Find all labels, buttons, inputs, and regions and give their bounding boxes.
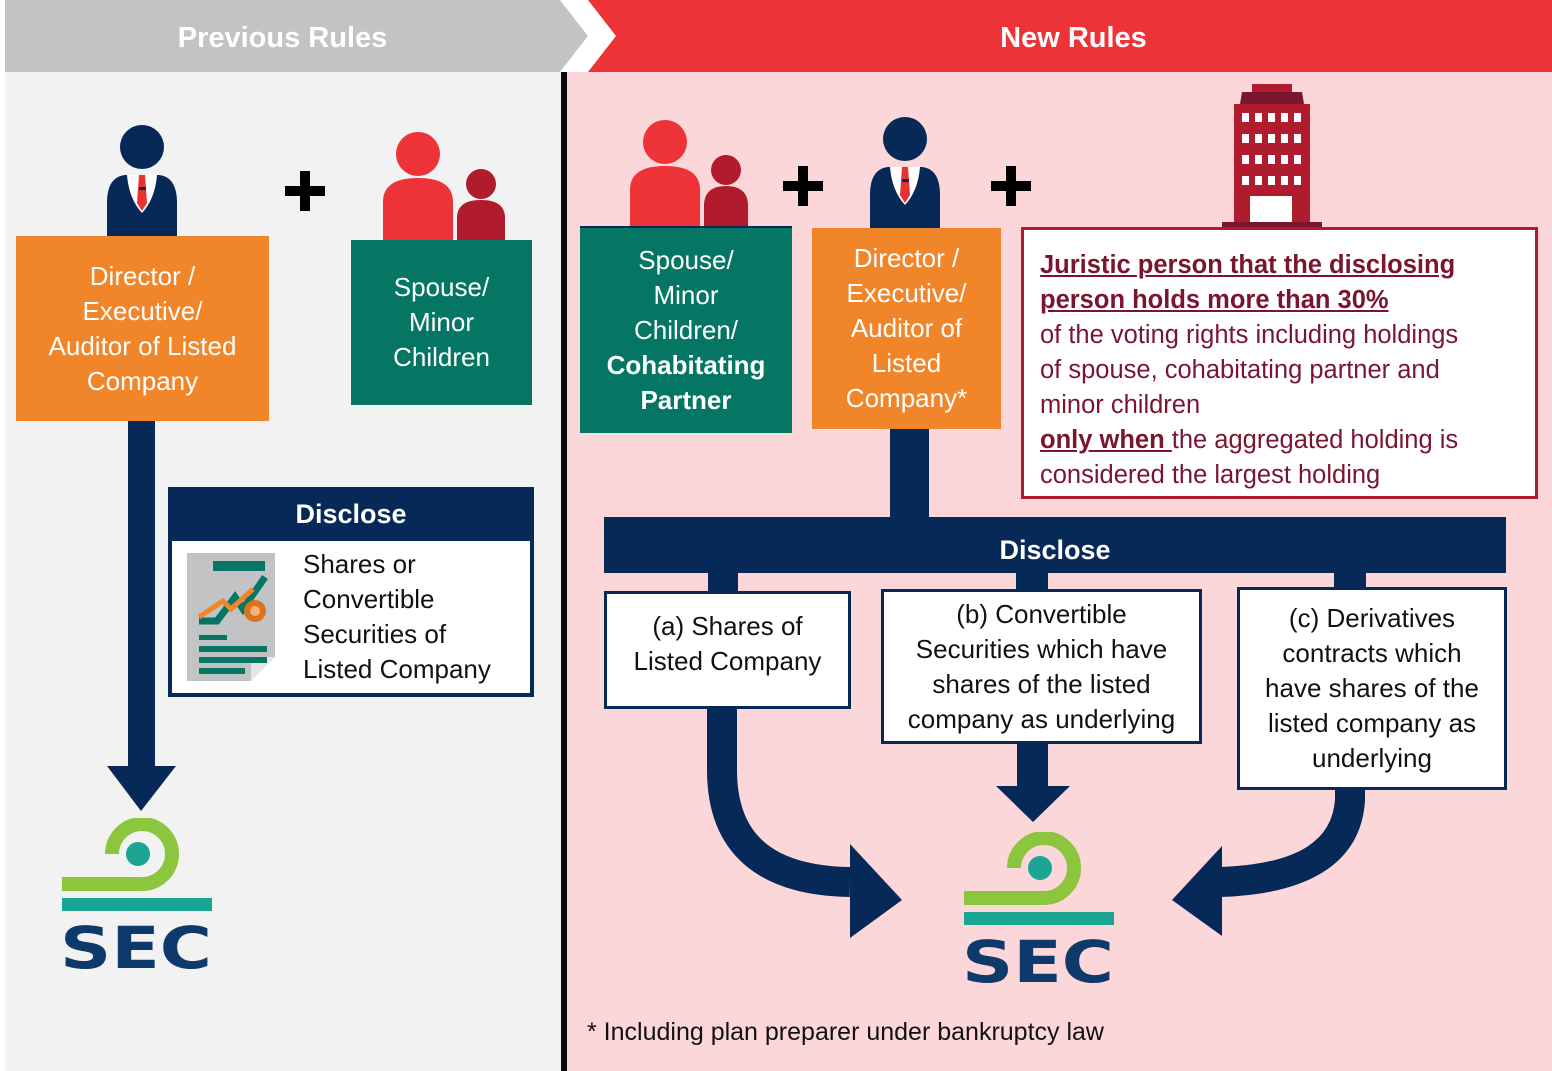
previous-disclose-content: Shares or Convertible Securities of List… xyxy=(172,541,530,693)
previous-disclose-title: Disclose xyxy=(295,499,407,529)
header-banner xyxy=(5,0,1552,72)
new-disclose-title: Disclose xyxy=(999,535,1111,565)
cohabitating-line: Cohabitating xyxy=(606,350,766,380)
disclose-line: Securities of xyxy=(303,619,447,649)
only-when-text: only when xyxy=(1040,426,1172,454)
previous-disclose-text: Shares or Convertible Securities of List… xyxy=(303,547,491,687)
juristic-condition-last: considered the largest holding xyxy=(1040,461,1381,489)
panel-divider xyxy=(561,72,567,1071)
disclose-line: Listed Company xyxy=(303,654,491,684)
spouse-line: Spouse/ xyxy=(393,272,490,302)
spouse-line: Children/ xyxy=(633,315,739,345)
director-line: Auditor of xyxy=(850,313,963,343)
item-line: Listed Company xyxy=(633,646,822,676)
director-person-icon xyxy=(107,125,177,240)
director-line: Executive/ xyxy=(82,295,203,326)
item-line: Securities which have xyxy=(915,633,1168,664)
condition-rest-text: the aggregated holding is xyxy=(1171,426,1459,454)
item-c-box: (c) Derivatives contracts which have sha… xyxy=(1237,587,1507,790)
previous-disclose-box: Disclose Shares or Convertible Securitie… xyxy=(168,487,534,697)
item-line: (b) Convertible xyxy=(956,598,1127,629)
juristic-body-line: minor children xyxy=(1040,391,1201,419)
item-line: shares of the listed xyxy=(932,668,1151,699)
sec-logo-right: SEC xyxy=(962,832,1114,987)
director-line: Company* xyxy=(845,383,968,413)
director-line: Executive/ xyxy=(846,278,967,308)
previous-director-box: Director / Executive/ Auditor of Listed … xyxy=(16,236,269,421)
item-line: underlying xyxy=(1312,743,1432,773)
item-line: contracts which xyxy=(1282,638,1462,668)
juristic-heading-line: person holds more than 30% xyxy=(1040,286,1389,314)
disclose-line: Shares or xyxy=(303,549,416,579)
connector-a xyxy=(708,573,738,593)
item-b-box: (b) Convertible Securities which have sh… xyxy=(881,589,1202,744)
item-line: (a) Shares of xyxy=(652,611,803,641)
juristic-heading-line: Juristic person that the disclosing xyxy=(1040,251,1456,279)
plus-icon xyxy=(285,171,325,211)
juristic-condition-line: only when the aggregated holding is xyxy=(1040,423,1521,458)
partner-line: Partner xyxy=(640,385,732,415)
director-line: Director / xyxy=(89,260,196,291)
new-disclose-bar: Disclose xyxy=(604,517,1506,573)
sec-logo-text: SEC xyxy=(962,928,1114,987)
family-icon xyxy=(630,120,748,230)
spouse-line: Spouse/ xyxy=(638,245,734,275)
connector-c xyxy=(1334,573,1366,589)
sec-logo-left: SEC xyxy=(60,818,212,973)
director-line: Company xyxy=(86,365,199,396)
new-rules-header-bg xyxy=(588,0,1552,72)
item-line: listed company as xyxy=(1267,708,1477,738)
connector-b xyxy=(1016,573,1048,591)
spouse-line: Minor xyxy=(408,307,474,337)
securities-document-icon xyxy=(187,553,275,681)
juristic-body-line: of spouse, cohabitating partner and xyxy=(1040,356,1440,384)
previous-spouse-box: Spouse/ Minor Children xyxy=(351,240,532,405)
director-person-icon xyxy=(870,117,940,230)
juristic-body-line: of the voting rights including holdings xyxy=(1040,321,1459,349)
building-icon xyxy=(1222,84,1322,227)
previous-rules-title: Previous Rules xyxy=(177,22,388,54)
item-line: (c) Derivatives xyxy=(1288,603,1456,633)
spouse-line: Minor xyxy=(653,280,719,310)
previous-flow-arrow xyxy=(107,421,176,811)
plus-icon xyxy=(783,166,823,206)
new-rules-title: New Rules xyxy=(1000,22,1147,54)
previous-rules-header-bg xyxy=(5,0,588,72)
spouse-line: Children xyxy=(393,342,490,372)
director-line: Director / xyxy=(853,243,960,273)
director-line: Listed xyxy=(871,348,942,378)
new-director-box: Director / Executive/ Auditor of Listed … xyxy=(812,228,1001,429)
family-icon xyxy=(383,132,505,242)
director-connector xyxy=(890,429,929,519)
juristic-person-box: Juristic person that the disclosing pers… xyxy=(1021,227,1538,499)
footnote: * Including plan preparer under bankrupt… xyxy=(587,1018,1104,1046)
item-a-box: (a) Shares of Listed Company xyxy=(604,591,851,709)
director-line: Auditor of Listed xyxy=(48,330,237,361)
sec-logo-text: SEC xyxy=(60,914,212,973)
disclose-line: Convertible xyxy=(303,584,435,614)
item-line: company as underlying xyxy=(907,703,1176,734)
new-spouse-box: Spouse/ Minor Children/ Cohabitating Par… xyxy=(580,226,792,433)
plus-icon xyxy=(991,166,1031,206)
item-line: have shares of the xyxy=(1265,673,1479,703)
